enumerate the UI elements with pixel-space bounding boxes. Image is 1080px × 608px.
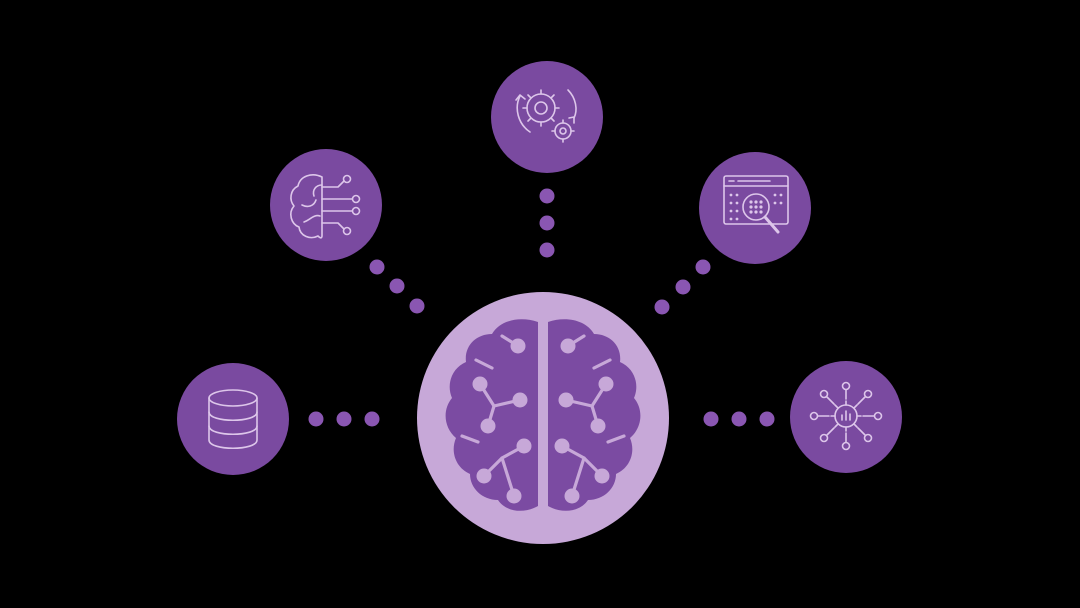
gear-network-icon xyxy=(809,381,883,451)
brain-network-icon xyxy=(290,174,361,239)
connector-dots xyxy=(308,188,775,427)
node-network-hub xyxy=(790,361,902,473)
node-data-inspection xyxy=(699,152,811,264)
gears-cycle-icon xyxy=(515,89,577,143)
browser-search-icon xyxy=(723,175,789,234)
node-database xyxy=(177,363,289,475)
connector-dot xyxy=(409,298,425,314)
connector-dot xyxy=(703,411,719,427)
connector-dot xyxy=(308,411,324,427)
connector-dot xyxy=(364,411,380,427)
node-gears xyxy=(491,61,603,173)
central-hub xyxy=(417,292,669,544)
connector-dot xyxy=(539,215,555,231)
node-neural-brain xyxy=(270,149,382,261)
connector-dot xyxy=(539,188,555,204)
connector-dot xyxy=(759,411,775,427)
connector-dot xyxy=(675,279,691,295)
connector-dot xyxy=(389,278,405,294)
connector-dot xyxy=(336,411,352,427)
connector-dot xyxy=(654,299,670,315)
connector-dot xyxy=(369,259,385,275)
connector-dot xyxy=(731,411,747,427)
brain-circuit-icon xyxy=(445,319,641,511)
connector-dot xyxy=(695,259,711,275)
connector-dot xyxy=(539,242,555,258)
grid-dots xyxy=(729,193,783,221)
database-icon xyxy=(208,389,258,449)
